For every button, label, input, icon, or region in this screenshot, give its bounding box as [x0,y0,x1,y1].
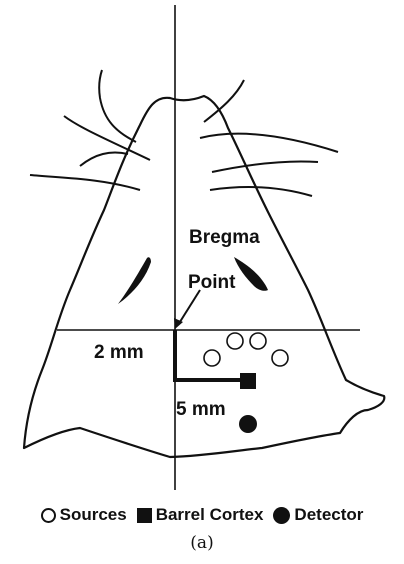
open-circle-icon [41,508,56,523]
whisker-left-3 [99,70,136,142]
legend-item-barrel-cortex: Barrel Cortex [137,505,264,525]
whisker-left-1 [30,175,140,190]
source-marker [227,333,243,349]
legend-label-sources: Sources [60,505,127,525]
legend-label-detector: Detector [294,505,363,525]
horizontal-offset-label: 2 mm [94,342,144,363]
source-marker [272,350,288,366]
bregma-point-arrow [178,290,200,325]
whisker-right-3 [204,80,244,122]
legend-item-detector: Detector [273,505,363,525]
legend-label-barrel-cortex: Barrel Cortex [156,505,264,525]
vertical-offset-label: 5 mm [176,399,226,420]
filled-square-icon [137,508,152,523]
barrel-cortex-marker [240,373,256,389]
right-eye [234,257,268,291]
figure-caption: (a) [0,533,404,553]
source-marker [250,333,266,349]
filled-circle-icon [273,507,290,524]
whisker-left-4 [80,153,128,167]
whisker-right-4 [210,187,312,196]
left-eye [118,257,151,304]
point-label: Point [188,272,236,293]
source-marker [204,350,220,366]
bregma-label: Bregma [189,227,260,248]
whisker-right-2 [200,134,338,152]
legend: Sources Barrel Cortex Detector [0,505,404,525]
whisker-right-1 [212,161,318,172]
legend-item-sources: Sources [41,505,127,525]
detector-marker [239,415,257,433]
